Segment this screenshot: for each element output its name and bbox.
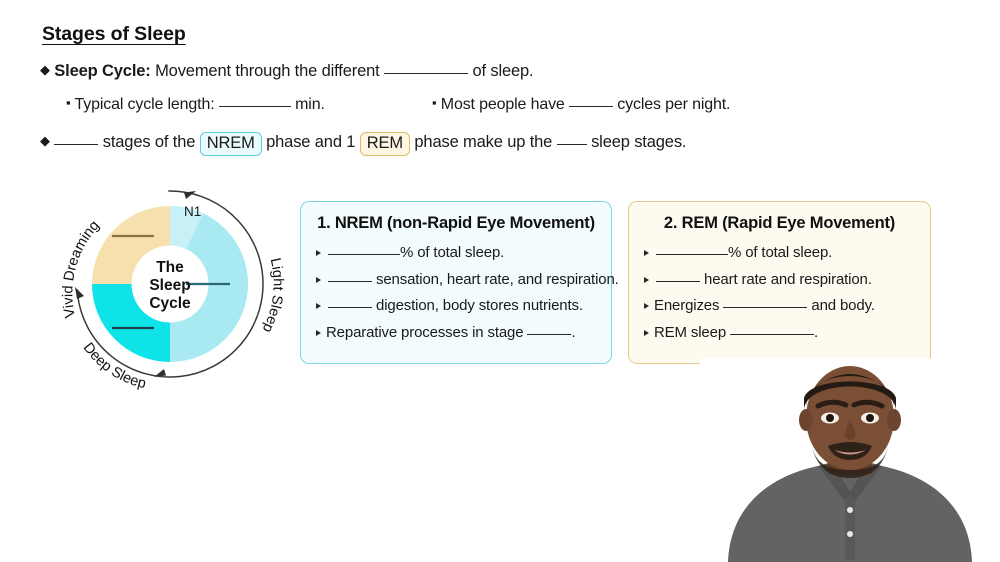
presenter-ear — [887, 409, 901, 431]
list-item: % of total sleep. — [643, 244, 916, 261]
typical-text-before: Typical cycle length: — [74, 96, 219, 113]
item-text-after: and body. — [807, 297, 875, 314]
bullet-sleep-cycle: ◆ Sleep Cycle: Movement through the diff… — [40, 62, 534, 81]
sleep-cycle-text-after: of sleep. — [468, 62, 534, 80]
item-text-after: % of total sleep. — [400, 244, 505, 261]
page-title: Stages of Sleep — [42, 23, 186, 45]
list-item: % of total sleep. — [315, 244, 597, 261]
item-text-after: sensation, heart rate, and respiration. — [372, 270, 619, 288]
triangle-bullet-icon — [644, 329, 649, 336]
label-n1: N1 — [184, 204, 201, 219]
item-text-after: . — [814, 323, 819, 341]
most-text-after: cycles per night. — [612, 96, 731, 113]
stages-text-after: phase make up the — [409, 133, 557, 151]
list-item: digestion, body stores nutrients. — [315, 297, 597, 314]
blank-line — [656, 280, 700, 282]
donut-center-hub — [131, 245, 209, 323]
blank-line — [328, 307, 372, 308]
small-dot-bullet-icon: ▪ — [432, 95, 437, 110]
blank-line — [656, 254, 728, 255]
triangle-bullet-icon — [316, 276, 321, 283]
presenter-eyebrow — [815, 399, 849, 409]
tag-nrem: NREM — [199, 132, 262, 156]
blank-line — [54, 144, 99, 145]
center-text-line2: Sleep — [149, 277, 190, 294]
diamond-bullet-icon: ◆ — [40, 133, 50, 148]
presenter-mouth — [834, 450, 866, 455]
presenter-button — [847, 531, 853, 537]
diamond-bullet-icon: ◆ — [40, 62, 50, 77]
presenter-video-overlay — [700, 358, 1000, 562]
blank-line — [328, 254, 400, 255]
item-text-after: . — [571, 323, 576, 341]
blank-line — [328, 280, 372, 282]
subbullet-most-people-have: ▪ Most people have cycles per night. — [432, 95, 731, 114]
presenter-pupil — [866, 414, 874, 422]
typical-text-after: min. — [290, 96, 325, 113]
presenter-head — [806, 366, 894, 470]
presenter-eyebrow — [851, 399, 885, 409]
most-text-before: Most people have — [440, 96, 569, 113]
arrow-clockwise-top-icon — [184, 191, 196, 199]
item-text-after: % of total sleep. — [728, 244, 833, 261]
stages-text-before: stages of the — [98, 133, 200, 151]
presenter-button — [847, 507, 853, 513]
card-rem-list: % of total sleep. heart rate and respira… — [643, 244, 916, 341]
list-item: sensation, heart rate, and respiration. — [315, 271, 619, 288]
triangle-bullet-icon — [316, 250, 321, 256]
segment-n1 — [170, 206, 204, 249]
sleep-cycle-label: Sleep Cycle: — [54, 62, 151, 80]
card-rem: 2. REM (Rapid Eye Movement) % of total s… — [628, 201, 931, 364]
card-rem-title: 2. REM (Rapid Eye Movement) — [663, 214, 896, 232]
bullet-stages-nrem-rem: ◆ stages of the NREM phase and 1 REM pha… — [40, 131, 687, 156]
tag-rem: REM — [359, 132, 410, 156]
list-item: Energizes and body. — [643, 297, 916, 314]
segment-deep-sleep — [92, 284, 170, 362]
blank-line — [556, 144, 587, 145]
presenter-mustache — [828, 442, 872, 460]
arrow-clockwise-bottom-icon — [154, 369, 166, 377]
triangle-bullet-icon — [316, 329, 321, 336]
list-item: heart rate and respiration. — [643, 271, 916, 288]
presenter-nose — [844, 420, 856, 440]
item-text-before: REM sleep — [654, 323, 731, 341]
sleep-cycle-donut-diagram: N1 The Sleep Cycle Vivid Dreaming Light … — [34, 168, 306, 400]
card-nrem-title: 1. NREM (non-Rapid Eye Movement) — [317, 214, 595, 232]
item-text-before: Reparative processes in stage — [326, 323, 528, 341]
presenter-hairline — [803, 381, 897, 412]
blank-line — [723, 307, 808, 308]
blank-line — [568, 106, 613, 107]
small-dot-bullet-icon: ▪ — [66, 95, 71, 110]
blank-line — [384, 73, 469, 74]
subbullet-typical-cycle-length: ▪ Typical cycle length: min. — [66, 95, 325, 114]
triangle-bullet-icon — [644, 303, 649, 309]
presenter-ear — [799, 409, 813, 431]
blank-line — [218, 106, 291, 107]
blank-line — [527, 333, 572, 335]
center-text-line3: Cycle — [149, 295, 191, 312]
sleep-cycle-text-before: Movement through the different — [150, 62, 385, 80]
center-text-line1: The — [156, 259, 184, 276]
arrow-up-left-icon — [75, 287, 84, 299]
item-text-after: digestion, body stores nutrients. — [372, 297, 583, 314]
stages-text-end: sleep stages. — [586, 133, 687, 151]
presenter-pupil — [826, 414, 834, 422]
presenter-placket — [845, 498, 855, 560]
card-nrem: 1. NREM (non-Rapid Eye Movement) % of to… — [300, 201, 619, 364]
card-nrem-list: % of total sleep. sensation, heart rate,… — [315, 244, 619, 341]
triangle-bullet-icon — [316, 303, 321, 309]
stages-text-mid: phase and 1 — [261, 133, 360, 151]
blank-line — [730, 333, 815, 335]
item-text-before: Energizes — [654, 297, 724, 314]
triangle-bullet-icon — [644, 276, 649, 283]
list-item: REM sleep . — [643, 324, 916, 341]
item-text-after: heart rate and respiration. — [700, 270, 872, 288]
triangle-bullet-icon — [644, 250, 649, 256]
list-item: Reparative processes in stage . — [315, 324, 597, 341]
segment-vivid-dreaming — [92, 206, 170, 284]
